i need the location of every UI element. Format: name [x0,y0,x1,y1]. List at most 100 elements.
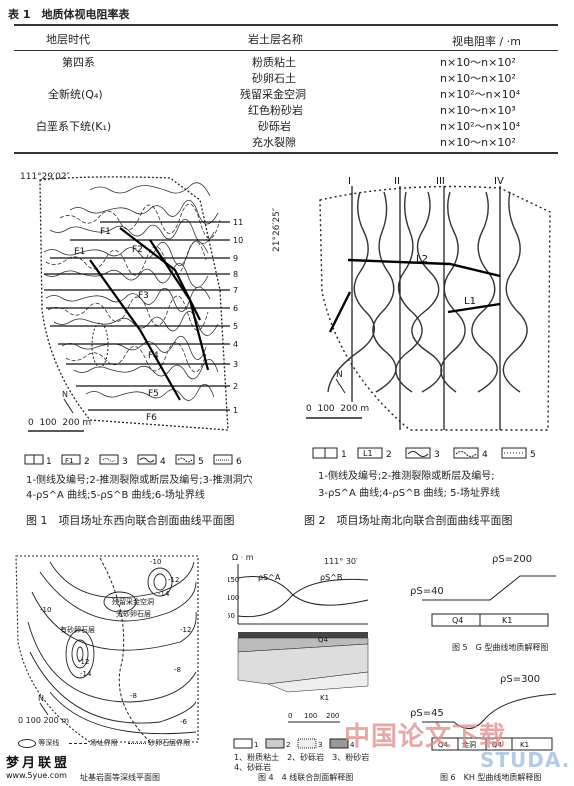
fig5-caption: 图 5 G 型曲线地质解释图 [452,643,549,652]
scale-label: 100 [317,404,335,414]
line-number: 5 [233,322,238,331]
line-number: 6 [233,304,238,313]
table-cell: n×10～n×10² [440,136,516,149]
scale-label: 0 [28,418,34,428]
north-label: N [62,390,68,399]
scale-label: 200 m [62,418,92,428]
watermark-right-url: STUDA. [480,748,571,772]
legend-number: 1 [341,450,347,460]
table-cell: n×10～n×10² [440,56,516,69]
fault-label: F1 [100,227,111,237]
line-number: 7 [233,286,238,295]
legend-number: 2 [386,450,392,460]
watermark-left: 梦月联盟 www.5yue.com [6,752,71,780]
north-arrow-icon [63,398,74,414]
legend-number: 1 [254,741,258,749]
fault-label: F3 [138,291,149,301]
line-number: 4 [233,340,238,349]
scale-label: 0 [306,404,312,414]
line-label: IV [494,176,504,187]
layer-label: Q4 [438,741,449,749]
legend-label: 砂卵石层界限 [148,739,191,747]
curve-label: ρS^B [320,573,342,582]
contour-label: -6 [180,718,188,726]
figure-6-curve: Q4 金洞 Q4 K1 [422,693,557,751]
boundary-legend-icon [69,742,88,744]
watermark-right: 中国论文下载 [344,722,507,752]
legend-number: 2 [84,457,90,467]
table-cell: n×10～n×10³ [440,104,516,117]
scale-label: 100 [304,712,317,720]
line-number: 9 [233,254,238,263]
fig6-caption: 图 6 KH 型曲线地质解释图 [440,773,542,782]
line-label: III [436,176,445,187]
fig2-caption: 图 2 项目场址南北向联合剖面曲线平面图 [304,514,513,527]
fig3-legend: 等深线 场址界限 砂卵石层界限 [18,738,190,748]
legend-number: 1 [46,457,52,467]
table-header-2: 岩土层名称 [248,33,303,46]
fig1-legend-symbols: 1 F1 2 3 4 5 6 [24,454,242,467]
table-cell: 充水裂隙 [252,136,296,149]
layer-label: 金洞 [462,740,476,749]
legend-number: 4 [350,741,355,749]
table-bottom-rule [14,152,558,154]
scale-label: 200 m [43,716,70,725]
fig2-legend-text: 1-侧线及编号;2-推测裂隙或断层及编号; [318,471,495,482]
table-cell: 残留采金空洞 [240,88,306,101]
contour-label: -12 [78,658,89,666]
gravel-legend-icon [127,742,146,744]
layer-label: Q4 [452,616,463,625]
table-cell: n×10²～n×10⁴ [440,120,521,133]
legend-label: 场址界限 [89,739,118,747]
fig2-coordinate: 21°26′25″ [272,207,282,252]
scale-label: 0 [18,716,24,725]
legend-number: 4 [160,457,166,467]
layer-label: K1 [502,616,512,625]
fig4-legend-text: 1、粉质粘土 2、砂砾岩 3、粉砂岩 [234,753,370,762]
north-arrow-icon [39,702,49,716]
layer-label: K1 [520,741,529,749]
map-label: 无砂卵石层 [116,609,151,618]
layer-label: K1 [320,694,329,702]
legend-box-label: L1 [363,449,373,458]
fault-label: L2 [416,254,428,265]
scale-label: 0 [288,712,292,720]
figure-4-profile: 150 100 50 ρS^A ρS^B Q4 K1 0 100 200 [228,564,369,723]
scale-label: 100 [39,418,57,428]
fig1-coordinate: 111°29′02″ [20,172,70,182]
tick-label: 100 [228,594,239,602]
fig3-caption: 址基岩面等深线平面图 [80,773,160,782]
map-label: 有砂卵石层 [60,625,95,634]
fault-label: L1 [464,296,476,307]
table-cell: 白垩系下统(K₁) [36,120,112,133]
fig1-legend-text: 4-ρS^A 曲线;5-ρS^B 曲线;6-场址界线 [26,490,205,501]
north-arrow-icon [335,378,346,394]
legend-label: 等深线 [38,739,60,747]
legend-number: 6 [236,457,242,467]
figure-5-curve: Q4 K1 [422,575,556,627]
fig4-legend-text: 4、砂砾岩 [234,763,272,772]
fig4-legend-swatches: 1 2 3 4 [233,738,355,749]
contour-label: -8 [174,666,181,674]
fig1-legend-text: 1-侧线及编号;2-推测裂隙或断层及编号;3-推测洞穴 [26,475,253,486]
contour-label: -14 [158,590,170,598]
north-label: N [336,370,343,380]
table-cell: 第四系 [62,56,95,69]
table-cell: n×10～n×10² [440,72,516,85]
table-title: 表 1 地质体视电阻率表 [8,8,130,21]
fig2-legend-text: 3-ρS^A 曲线;4-ρS^B 曲线; 5-场址界线 [318,488,501,499]
contour-legend-icon [18,738,36,748]
fault-label: E1 [74,247,85,257]
curve-label: ρS^A [258,573,281,582]
table-cell: 红色粉砂岩 [248,104,303,117]
fault-label: F5 [148,389,159,399]
line-number: 3 [233,360,238,369]
tick-label: 150 [228,576,239,584]
fig4-coordinate: 111° 30′ [324,557,358,566]
fault-label: F6 [146,413,157,423]
figure-2-map: I II III IV L2 L1 [319,176,551,431]
legend-number: 3 [122,457,128,467]
table-cell: 砂卵石土 [252,72,296,85]
table-header-3: 视电阻率 / ·m [452,35,521,48]
legend-number: 2 [286,741,290,749]
